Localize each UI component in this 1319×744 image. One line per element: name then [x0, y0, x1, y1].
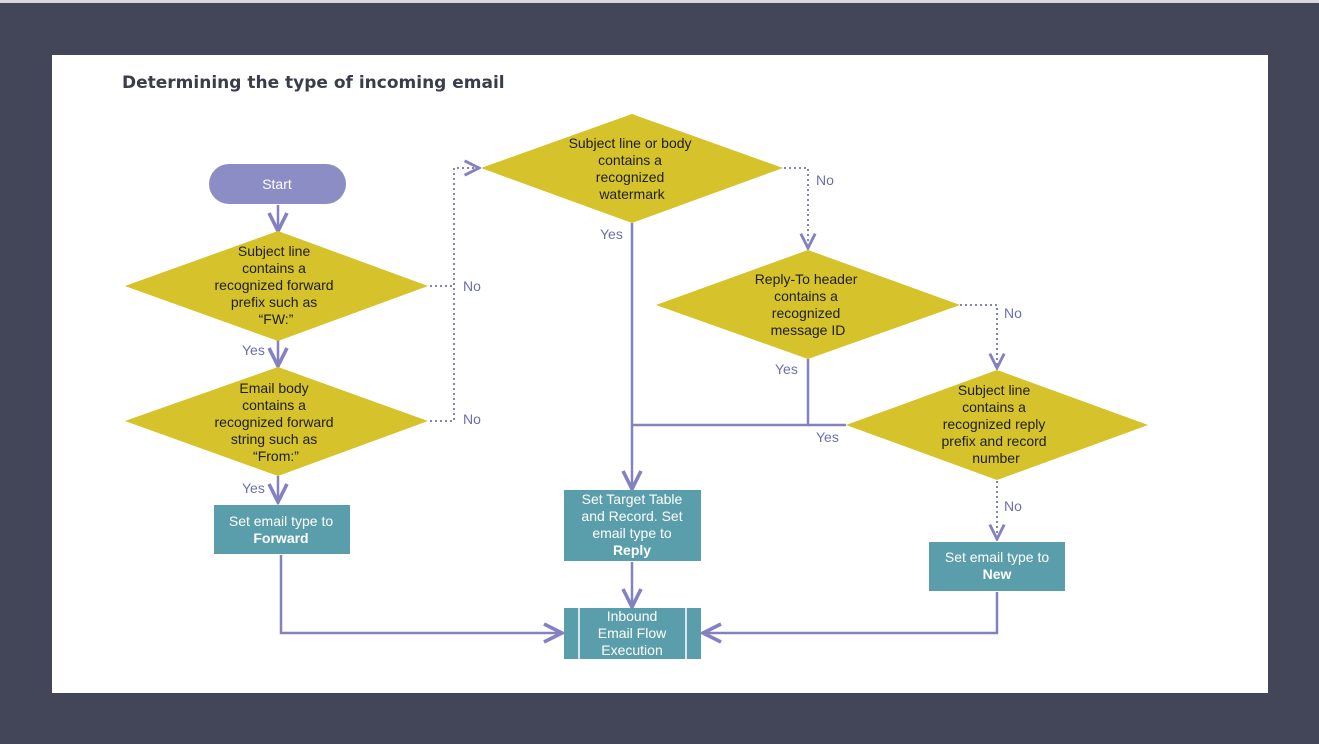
- start-label: Start: [262, 176, 292, 192]
- decision-forward-string-line: Email body: [239, 380, 308, 396]
- edge-label-d4-yes: Yes: [775, 361, 798, 377]
- flowchart: No No Yes Yes Yes No Yes No Yes No Start…: [125, 114, 1148, 659]
- decision-forward-string-line: recognized forward: [215, 414, 334, 430]
- inbound-email-flow-shape: [564, 608, 701, 659]
- decision-watermark: Subject line or body contains a recogniz…: [481, 114, 783, 223]
- decision-reply-prefix-line: contains a: [962, 399, 1026, 415]
- edge-label-d3-no: No: [816, 172, 834, 188]
- process-set-new: Set email type to New: [929, 542, 1065, 591]
- edge-label-d2-no: No: [463, 411, 481, 427]
- window-top-edge: [0, 0, 1319, 3]
- decision-watermark-shape: [481, 114, 783, 223]
- process-set-forward-bold: Forward: [253, 530, 308, 546]
- decision-forward-prefix-text: Subject line contains a recognized forwa…: [215, 243, 338, 327]
- decision-forward-prefix-line: Subject line: [238, 243, 311, 259]
- decision-reply-to-header-line: recognized: [772, 305, 841, 321]
- diagram-panel: Determining the type of incoming email: [52, 55, 1268, 693]
- process-set-forward-shape: [214, 505, 350, 554]
- decision-reply-prefix-shape: [846, 370, 1148, 480]
- process-set-reply-line: Set Target Table: [582, 491, 683, 507]
- decision-forward-prefix-line: recognized forward: [215, 277, 334, 293]
- diagram-title: Determining the type of incoming email: [122, 73, 505, 93]
- edge-d3-no-to-d4: [784, 167, 808, 248]
- decision-reply-to-header-line: Reply-To header: [755, 271, 858, 287]
- edge-label-d5-yes: Yes: [816, 429, 839, 445]
- decision-reply-to-header-line: message ID: [771, 322, 846, 338]
- decision-watermark-line: Subject line or body: [569, 135, 692, 151]
- inbound-email-flow: Inbound Email Flow Execution: [564, 608, 701, 659]
- decision-reply-prefix: Subject line contains a recognized reply…: [846, 370, 1148, 480]
- edge-label-d1-yes: Yes: [242, 342, 265, 358]
- edge-label-d2-yes: Yes: [242, 480, 265, 496]
- decision-forward-prefix-line: “FW:”: [259, 311, 294, 327]
- decision-forward-string-line: string such as: [231, 431, 317, 447]
- process-set-reply-bold: Reply: [613, 542, 651, 558]
- decision-reply-to-header-text: Reply-To header contains a recognized me…: [755, 271, 862, 338]
- decision-reply-to-header-line: contains a: [774, 288, 838, 304]
- decision-forward-string-line: contains a: [242, 397, 306, 413]
- edge-d1-no: [430, 168, 479, 287]
- inbound-line: Inbound: [607, 608, 658, 624]
- start-terminal-shape: [209, 164, 346, 204]
- decision-reply-to-header-shape: [656, 250, 960, 359]
- inbound-line: Email Flow: [598, 625, 667, 641]
- process-set-reply-shape: [564, 490, 701, 561]
- edge-label-d4-no: No: [1004, 305, 1022, 321]
- decision-watermark-line: contains a: [598, 152, 662, 168]
- edge-d2-no: [430, 286, 455, 422]
- process-set-new-bold: New: [983, 566, 1012, 582]
- connectors: [278, 205, 999, 633]
- process-set-forward: Set email type to Forward: [214, 505, 350, 554]
- decision-reply-to-header: Reply-To header contains a recognized me…: [656, 250, 960, 359]
- decision-forward-prefix-line: prefix such as: [231, 294, 317, 310]
- process-set-reply-line: and Record. Set: [581, 508, 682, 524]
- process-set-reply: Set Target Table and Record. Set email t…: [564, 490, 701, 561]
- decision-forward-string: Email body contains a recognized forward…: [125, 367, 428, 476]
- decision-forward-string-shape: [125, 367, 428, 476]
- decision-reply-prefix-text: Subject line contains a recognized reply…: [942, 382, 1051, 466]
- inbound-line: Execution: [601, 642, 662, 658]
- edge-d4-no-to-d5: [960, 304, 997, 368]
- edge-label-d5-no: No: [1004, 498, 1022, 514]
- decision-forward-string-line: “From:”: [253, 448, 299, 464]
- decision-forward-prefix: Subject line contains a recognized forwa…: [125, 231, 428, 341]
- decision-watermark-line: recognized: [596, 169, 665, 185]
- start-node: Start: [209, 164, 346, 204]
- edge-label-d3-yes: Yes: [600, 226, 623, 242]
- process-set-new-line1: Set email type to: [945, 549, 1049, 565]
- edge-forward-to-inbound: [279, 555, 562, 633]
- process-set-reply-line: email type to: [592, 525, 672, 541]
- edge-label-d1-no: No: [463, 278, 481, 294]
- process-set-forward-line1: Set email type to: [229, 513, 333, 529]
- decision-watermark-line: watermark: [598, 186, 665, 202]
- decision-forward-prefix-line: contains a: [242, 260, 306, 276]
- decision-reply-prefix-line: prefix and record: [942, 433, 1047, 449]
- decision-forward-string-text: Email body contains a recognized forward…: [215, 380, 338, 464]
- decision-reply-prefix-line: number: [972, 450, 1020, 466]
- decision-watermark-text: Subject line or body contains a recogniz…: [569, 135, 696, 202]
- edge-new-to-inbound: [703, 592, 999, 633]
- dotted-connectors: [430, 168, 997, 539]
- decision-reply-prefix-line: Subject line: [958, 382, 1031, 398]
- decision-forward-prefix-shape: [125, 231, 428, 341]
- process-set-new-shape: [929, 542, 1065, 591]
- decision-reply-prefix-line: recognized reply: [943, 416, 1046, 432]
